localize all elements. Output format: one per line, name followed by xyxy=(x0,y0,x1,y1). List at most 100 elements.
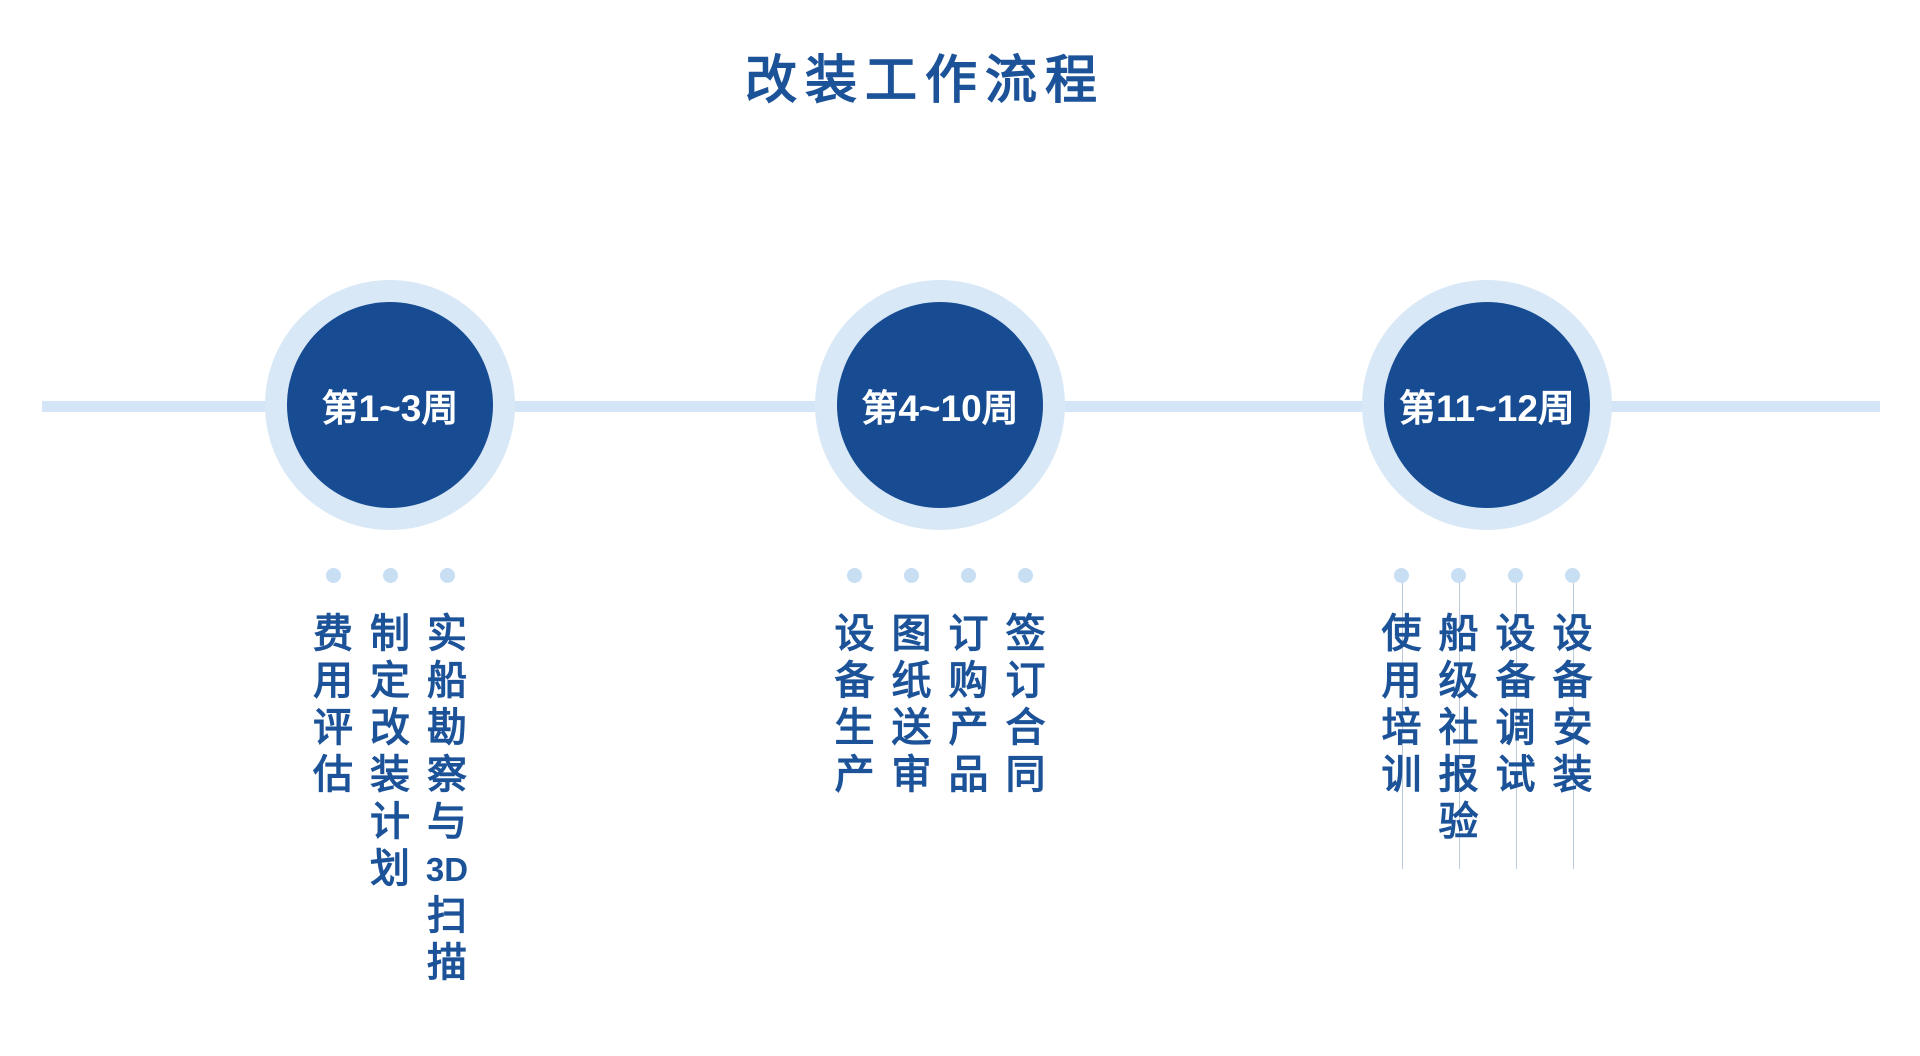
step-items-row: 设备安装设备调试船级社报验使用培训 xyxy=(1373,569,1601,869)
step-dot-cell xyxy=(1487,568,1544,583)
step-text-char: 社 xyxy=(1438,706,1479,750)
stage-circle: 第4~10周 xyxy=(837,302,1043,508)
step-text-char: 产 xyxy=(834,753,875,797)
step-text-char: 训 xyxy=(1381,753,1422,797)
step-dot-cell xyxy=(305,568,362,583)
process-step-text: 签订合同 xyxy=(997,611,1054,799)
step-text-char: 审 xyxy=(891,753,932,797)
process-step-text: 设备安装 xyxy=(1544,569,1601,869)
step-text-char: 品 xyxy=(948,753,989,797)
step-dot xyxy=(1508,568,1523,583)
step-dots-row xyxy=(305,568,476,583)
process-step-text: 费用评估 xyxy=(305,611,362,799)
step-text-char: 与 xyxy=(427,800,467,844)
step-text-char: 设 xyxy=(1552,612,1593,656)
step-text-char: 用 xyxy=(1381,659,1422,703)
step-text-char: 级 xyxy=(1438,659,1479,703)
step-dot-cell xyxy=(826,568,883,583)
timeline-stage: 第4~10周 签订合同订购产品图纸送审设备生产 xyxy=(770,280,1110,799)
step-text-char: 装 xyxy=(1552,753,1593,797)
step-text-char: 改 xyxy=(370,706,410,750)
step-dot-cell xyxy=(362,568,419,583)
step-dot xyxy=(1394,568,1409,583)
step-text-char: 安 xyxy=(1552,706,1593,750)
step-dot-cell xyxy=(419,568,476,583)
step-dot-cell xyxy=(883,568,940,583)
step-text-char: 察 xyxy=(427,753,467,797)
step-text-char: 划 xyxy=(370,847,410,891)
step-dot xyxy=(904,568,919,583)
step-text-char: 船 xyxy=(427,659,467,703)
step-text-char: 验 xyxy=(1438,800,1479,844)
step-dots-row xyxy=(826,568,1054,583)
process-step-text: 图纸送审 xyxy=(883,611,940,799)
step-text-char: 合 xyxy=(1005,706,1046,750)
step-text-char: 计 xyxy=(370,800,410,844)
step-text-char: 纸 xyxy=(891,659,932,703)
step-text-char: 订 xyxy=(948,612,989,656)
step-dot xyxy=(382,568,398,583)
step-dot xyxy=(1565,568,1580,583)
stage-week-label: 第1~3周 xyxy=(321,388,459,429)
step-text-char: 购 xyxy=(948,659,989,703)
stage-circle-ring: 第4~10周 xyxy=(815,280,1065,530)
step-text-char: 制 xyxy=(370,612,410,656)
step-text-char: 实 xyxy=(427,612,467,656)
step-dot-cell xyxy=(1430,568,1487,583)
step-text-char: 同 xyxy=(1005,753,1046,797)
step-text-char: 订 xyxy=(1005,659,1046,703)
step-text-char: 试 xyxy=(1495,753,1536,797)
step-dot-cell xyxy=(1373,568,1430,583)
stage-circle: 第1~3周 xyxy=(287,302,493,508)
stage-week-label: 第11~12周 xyxy=(1399,388,1575,429)
step-dot xyxy=(1451,568,1466,583)
step-text-char: 备 xyxy=(834,659,875,703)
step-text-char: 定 xyxy=(370,659,410,703)
stage-circle-ring: 第11~12周 xyxy=(1362,280,1612,530)
step-text-char: 设 xyxy=(1495,612,1536,656)
step-text-char: 用 xyxy=(313,659,353,703)
step-dot-cell xyxy=(997,568,1054,583)
step-dot xyxy=(439,568,455,583)
page-title: 改装工作流程 xyxy=(744,52,1106,110)
step-text-char: 培 xyxy=(1381,706,1422,750)
step-text-char: 船 xyxy=(1438,612,1479,656)
stage-circle-ring: 第1~3周 xyxy=(265,280,515,530)
step-text-char: 描 xyxy=(427,941,467,985)
step-dot-cell xyxy=(1544,568,1601,583)
process-step-text: 设备调试 xyxy=(1487,569,1544,869)
step-text-char: 估 xyxy=(313,753,353,797)
step-text-char: 3D xyxy=(425,851,469,888)
process-step-text: 设备生产 xyxy=(826,611,883,799)
process-step-text: 订购产品 xyxy=(940,611,997,799)
step-text-char: 备 xyxy=(1495,659,1536,703)
step-text-char: 产 xyxy=(948,706,989,750)
step-text-char: 签 xyxy=(1005,612,1046,656)
step-text-char: 调 xyxy=(1495,706,1536,750)
step-dot xyxy=(325,568,341,583)
process-step-text: 使用培训 xyxy=(1373,569,1430,869)
process-step-text: 船级社报验 xyxy=(1430,569,1487,869)
step-text-char: 使 xyxy=(1381,612,1422,656)
stage-week-label: 第4~10周 xyxy=(861,388,1019,429)
step-items-row: 签订合同订购产品图纸送审设备生产 xyxy=(826,611,1054,799)
step-dot-cell xyxy=(940,568,997,583)
step-dot xyxy=(1018,568,1033,583)
process-step-text: 制定改装计划 xyxy=(362,611,419,893)
step-text-char: 评 xyxy=(313,706,353,750)
step-text-char: 勘 xyxy=(427,706,467,750)
step-dot xyxy=(961,568,976,583)
step-text-char: 图 xyxy=(891,612,932,656)
step-dots-row xyxy=(1373,568,1601,583)
step-text-char: 费 xyxy=(313,612,353,656)
step-text-char: 报 xyxy=(1438,753,1479,797)
step-dot xyxy=(847,568,862,583)
stage-circle: 第11~12周 xyxy=(1384,302,1590,508)
timeline-stage: 第11~12周 设备安装设备调试船级社报验使用培训 xyxy=(1317,280,1657,869)
step-text-char: 备 xyxy=(1552,659,1593,703)
step-text-char: 设 xyxy=(834,612,875,656)
